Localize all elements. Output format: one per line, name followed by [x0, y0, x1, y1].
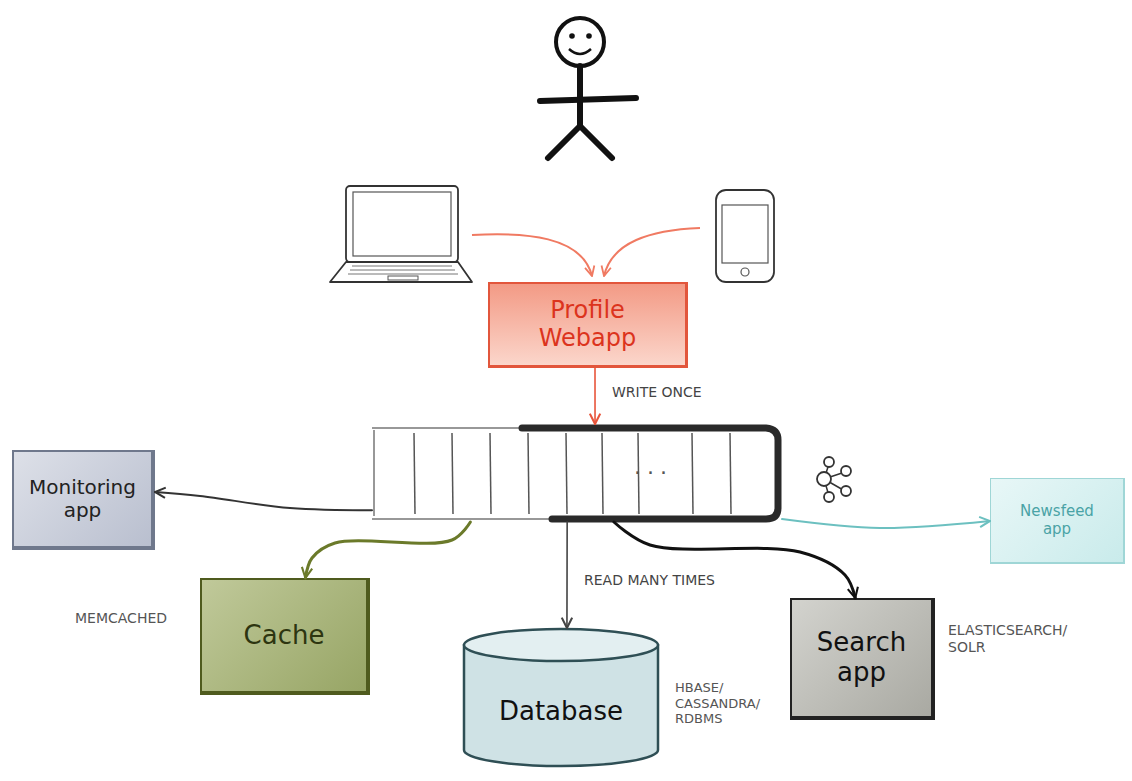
kafka-logo — [817, 457, 851, 502]
database-cylinder: Database — [462, 628, 660, 768]
node-label: ... — [634, 454, 673, 479]
tech-note: MEMCACHED — [75, 610, 205, 627]
log-cell — [566, 433, 567, 514]
process-box: Profile Webapp — [488, 282, 688, 368]
cylinder-body — [464, 644, 658, 766]
logo-dot — [841, 486, 851, 496]
log-cell — [528, 433, 529, 514]
logo-dot — [824, 457, 834, 467]
log-cell — [602, 433, 603, 514]
device-arrow — [472, 234, 592, 276]
log-cell — [692, 433, 693, 514]
node-label: Database — [499, 697, 623, 727]
laptop-screen — [346, 186, 458, 262]
cache-box: Cache — [200, 578, 370, 695]
data-flow-arrow — [782, 519, 990, 528]
phone — [716, 190, 774, 282]
tech-note: HBASE/ CASSANDRA/ RDBMS — [675, 680, 775, 727]
laptop — [330, 186, 472, 282]
device-arrow — [604, 228, 700, 276]
data-flow-arrow — [155, 492, 372, 510]
log-outline — [372, 424, 782, 522]
eye — [586, 33, 592, 39]
node-label: Cache — [244, 621, 325, 651]
phone-button — [741, 268, 749, 276]
log-cell — [414, 433, 415, 514]
legs — [548, 126, 612, 158]
log-cell — [452, 433, 453, 514]
eye — [569, 33, 575, 39]
search-box: Search app — [790, 598, 935, 720]
log-cell — [490, 433, 491, 514]
node-label: Search app — [812, 628, 912, 688]
laptop-keyboard — [348, 266, 458, 274]
node-label: Profile Webapp — [518, 297, 658, 352]
tech-note: ELASTICSEARCH/ SOLR — [948, 622, 1098, 656]
smile — [569, 49, 591, 54]
consumer-box: Monitoring app — [12, 450, 155, 550]
head — [556, 18, 604, 66]
arms — [540, 98, 636, 101]
node-label: Monitoring app — [20, 476, 145, 522]
logo-dot — [841, 466, 851, 476]
consumer-box: Newsfeed app — [990, 478, 1125, 564]
phone-screen — [722, 205, 768, 263]
data-flow-arrow — [594, 368, 596, 424]
cylinder-top — [464, 629, 658, 661]
data-flow-arrow — [566, 522, 568, 628]
body — [577, 66, 583, 126]
log-cell — [730, 433, 731, 514]
phone-body — [716, 190, 774, 282]
data-flow-arrow — [305, 522, 470, 578]
node-label: Newsfeed app — [1017, 503, 1097, 538]
message-log: ... — [372, 424, 782, 522]
stick-figure — [540, 18, 636, 158]
logo-dot — [817, 472, 831, 486]
edge-label: WRITE ONCE — [612, 384, 772, 401]
edge-label: READ MANY TIMES — [584, 572, 784, 589]
log-edge — [522, 428, 778, 519]
laptop-display — [353, 192, 451, 256]
laptop-touchpad — [388, 276, 418, 280]
laptop-base — [330, 262, 472, 282]
log-frame — [372, 428, 768, 519]
logo-dot — [824, 492, 834, 502]
